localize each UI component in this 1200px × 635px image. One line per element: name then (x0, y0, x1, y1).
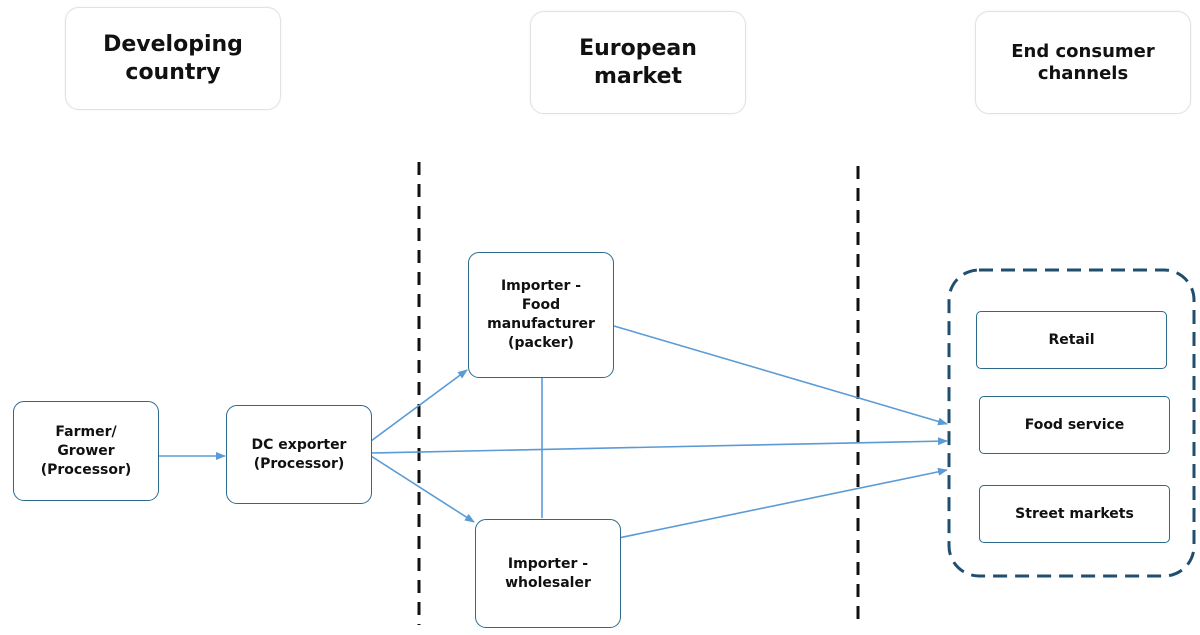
node-dc-exporter: DC exporter (Processor) (226, 405, 372, 504)
node-dc-exporter-label: DC exporter (Processor) (251, 436, 347, 472)
arrow-exporter-to-manufacturer (370, 369, 468, 442)
header-end-consumer-channels: End consumer channels (975, 11, 1191, 114)
channel-retail: Retail (976, 311, 1167, 369)
consumer-channels-group-border (947, 268, 1196, 578)
channel-street-markets-label: Street markets (1015, 506, 1134, 522)
header-end-consumer-channels-label: End consumer channels (1011, 40, 1155, 84)
node-importer-wholesaler-label: Importer - wholesaler (505, 555, 591, 591)
arrow-manufacturer-to-retail (613, 325, 948, 426)
header-developing-country-label: Developing country (103, 31, 243, 85)
node-importer-food-manufacturer: Importer - Food manufacturer (packer) (468, 252, 614, 378)
channel-street-markets: Street markets (979, 485, 1170, 543)
node-importer-wholesaler: Importer - wholesaler (475, 519, 621, 628)
arrow-exporter-to-wholesaler (370, 455, 475, 523)
channel-food-service: Food service (979, 396, 1170, 454)
header-european-market-label: European market (579, 35, 697, 89)
node-farmer-grower: Farmer/ Grower (Processor) (13, 401, 159, 501)
channel-food-service-label: Food service (1024, 417, 1125, 433)
header-european-market: European market (530, 11, 746, 114)
node-farmer-grower-label: Farmer/ Grower (Processor) (40, 423, 132, 478)
channel-retail-label: Retail (1048, 332, 1095, 348)
arrow-wholesaler-to-street-markets (603, 467, 948, 542)
header-developing-country: Developing country (65, 7, 281, 110)
arrow-exporter-to-food-service (370, 437, 948, 454)
node-importer-food-manufacturer-label: Importer - Food manufacturer (packer) (487, 278, 595, 351)
